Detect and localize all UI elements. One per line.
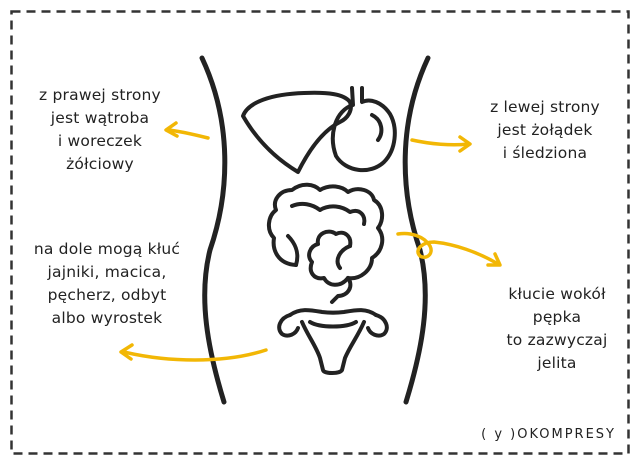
uterus-icon [277, 308, 389, 375]
intestine-icon [267, 182, 385, 304]
label-left-side-organs: z lewej strony jest żołądek i śledziona [490, 98, 600, 162]
arrow-to-lower [119, 343, 268, 362]
torso-left-outline [199, 55, 228, 405]
liver-icon [241, 90, 353, 174]
dashed-border [10, 10, 630, 455]
body-diagram [10, 10, 630, 455]
arrow-to-right-side [164, 121, 210, 140]
torso-right-outline [402, 55, 431, 405]
label-navel-pain: kłucie wokół pępka to zazwyczaj jelita [506, 285, 608, 372]
brand-logo-text: ( y )OKOMPRESY [481, 427, 616, 442]
stomach-icon [330, 86, 397, 173]
label-right-side-organs: z prawej strony jest wątroba i woreczek … [39, 86, 161, 173]
arrow-to-navel [396, 231, 502, 267]
arrow-to-left-side [410, 135, 472, 153]
infographic-frame: z prawej strony jest wątroba i woreczek … [10, 10, 630, 455]
label-lower-organs: na dole mogą kłuć jajniki, macica, pęche… [33, 240, 181, 327]
